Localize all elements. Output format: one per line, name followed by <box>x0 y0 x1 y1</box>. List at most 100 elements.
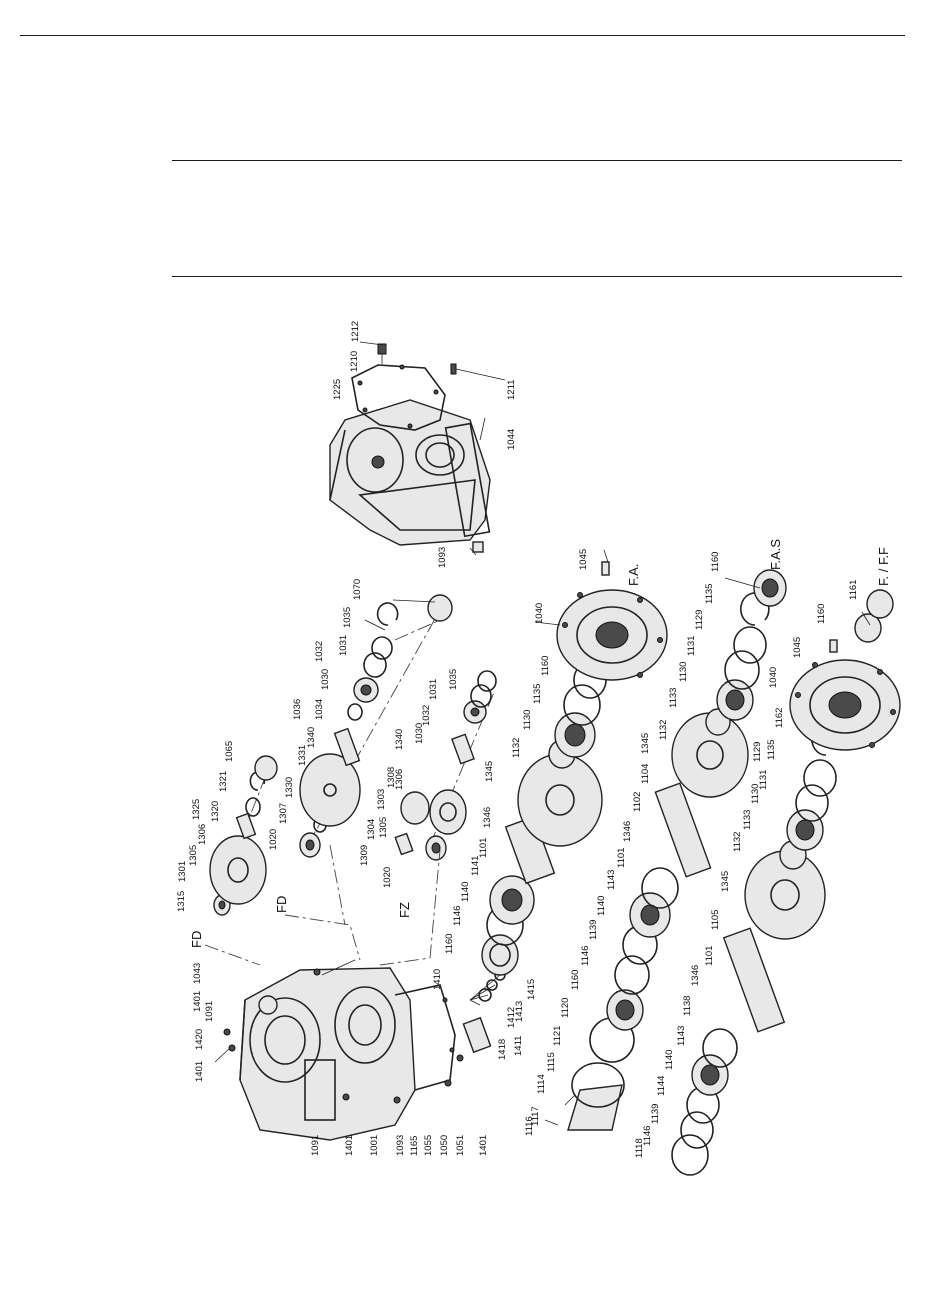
label-1321: 1321 <box>218 771 229 792</box>
label-1309: 1309 <box>359 845 370 866</box>
label-1412: 1412 <box>506 1007 517 1028</box>
label-1160-d: 1160 <box>570 970 581 990</box>
assembled-housing <box>329 399 491 546</box>
label-1140-c: 1140 <box>664 1050 675 1070</box>
label-1346-c: 1346 <box>690 965 701 986</box>
vent-plug <box>450 363 457 375</box>
label-1135-b: 1135 <box>704 584 715 604</box>
label-1031-b: 1031 <box>428 679 439 700</box>
label-1044: 1044 <box>506 429 517 450</box>
title-band-bottom-rule <box>172 276 902 277</box>
label-1104: 1104 <box>640 764 651 784</box>
label-1325: 1325 <box>191 799 202 820</box>
label-1138: 1138 <box>682 996 693 1016</box>
assembly-lines <box>204 619 441 966</box>
plug-1401-side <box>342 1093 350 1101</box>
ff-seal-1160 <box>854 613 882 643</box>
fas-components <box>567 569 787 1131</box>
label-1129-a: 1129 <box>694 610 705 630</box>
label-1401-c: 1401 <box>344 1135 355 1156</box>
label-1340-b: 1340 <box>394 729 405 750</box>
label-1114: 1114 <box>536 1074 547 1094</box>
label-1130-a: 1130 <box>522 710 533 730</box>
label-1055: 1055 <box>423 1135 434 1156</box>
label-1120: 1120 <box>560 998 571 1018</box>
label-1117: 1117 <box>530 1106 541 1126</box>
ff-bolt <box>829 639 838 653</box>
fa-components <box>481 661 607 976</box>
input-shaft-components <box>299 594 453 858</box>
vent-1043 <box>313 968 321 976</box>
variant-fz: FZ <box>397 902 412 918</box>
fz-components <box>394 670 497 861</box>
label-1345-b: 1345 <box>640 733 651 754</box>
plug-1093 <box>393 1096 401 1104</box>
label-1315: 1315 <box>176 891 187 912</box>
label-1160-b: 1160 <box>444 934 455 954</box>
label-1065: 1065 <box>224 741 235 762</box>
variant-fa: F.A. <box>626 564 641 586</box>
variant-fd-a: FD <box>189 931 204 948</box>
label-1130-c: 1130 <box>750 784 761 804</box>
fd-components <box>209 755 278 916</box>
label-1032-b: 1032 <box>421 705 432 726</box>
cover-gasket <box>351 364 446 431</box>
label-1401-b: 1401 <box>192 991 203 1012</box>
label-1001: 1001 <box>369 1135 380 1156</box>
label-1118: 1118 <box>634 1138 645 1158</box>
label-1132-c: 1132 <box>732 832 743 852</box>
label-1131-a: 1131 <box>686 636 697 656</box>
label-1101-b: 1101 <box>616 848 627 868</box>
label-1146-b: 1146 <box>580 946 591 966</box>
label-1306-b: 1306 <box>394 769 405 790</box>
label-1093-b: 1093 <box>395 1135 406 1156</box>
label-1020-a: 1020 <box>268 829 279 850</box>
label-1035-b: 1035 <box>448 669 459 690</box>
label-1051: 1051 <box>455 1135 466 1156</box>
label-1036: 1036 <box>292 699 303 720</box>
label-1146-a: 1146 <box>452 906 463 926</box>
label-1308: 1308 <box>386 767 397 788</box>
label-1331: 1331 <box>297 745 308 766</box>
label-1225: 1225 <box>332 379 343 400</box>
label-1101-c: 1101 <box>704 946 715 966</box>
label-1401-a: 1401 <box>194 1061 205 1082</box>
label-1140-b: 1140 <box>596 896 607 916</box>
leader-lines <box>214 341 871 1126</box>
label-1093-top: 1093 <box>437 547 448 568</box>
housing-gasket <box>394 984 456 1091</box>
header-rule <box>20 35 905 36</box>
label-1139-b: 1139 <box>650 1104 661 1124</box>
ff-components <box>671 722 841 1176</box>
plug-1420 <box>223 1028 231 1036</box>
label-1401-d: 1401 <box>478 1135 489 1156</box>
label-1160-e: 1160 <box>816 604 827 624</box>
label-1165: 1165 <box>409 1136 420 1156</box>
label-1304: 1304 <box>366 819 377 840</box>
label-1031-a: 1031 <box>338 635 349 656</box>
label-1162: 1162 <box>774 708 785 728</box>
label-1116: 1116 <box>524 1116 535 1136</box>
label-1102: 1102 <box>632 792 643 812</box>
label-1132-b: 1132 <box>658 720 669 740</box>
label-1306-a: 1306 <box>197 824 208 845</box>
label-1034: 1034 <box>314 699 325 720</box>
label-1030-a: 1030 <box>320 669 331 690</box>
label-1320: 1320 <box>210 801 221 822</box>
label-1305-b: 1305 <box>378 817 389 838</box>
ff-flange <box>789 659 901 751</box>
label-1346-a: 1346 <box>482 807 493 828</box>
label-1133-b: 1133 <box>742 810 753 830</box>
label-1330: 1330 <box>284 777 295 798</box>
label-1211: 1211 <box>506 380 517 400</box>
label-1045-b: 1045 <box>792 637 803 658</box>
title-band-top-rule <box>172 160 902 161</box>
label-1121: 1121 <box>552 1026 563 1046</box>
ff-seal-1161 <box>866 589 894 619</box>
label-1132-a: 1132 <box>511 738 522 758</box>
label-1035-a: 1035 <box>342 607 353 628</box>
label-1091-a: 1091 <box>204 1001 215 1022</box>
label-1130-b: 1130 <box>678 662 689 682</box>
label-1161: 1161 <box>848 580 859 600</box>
